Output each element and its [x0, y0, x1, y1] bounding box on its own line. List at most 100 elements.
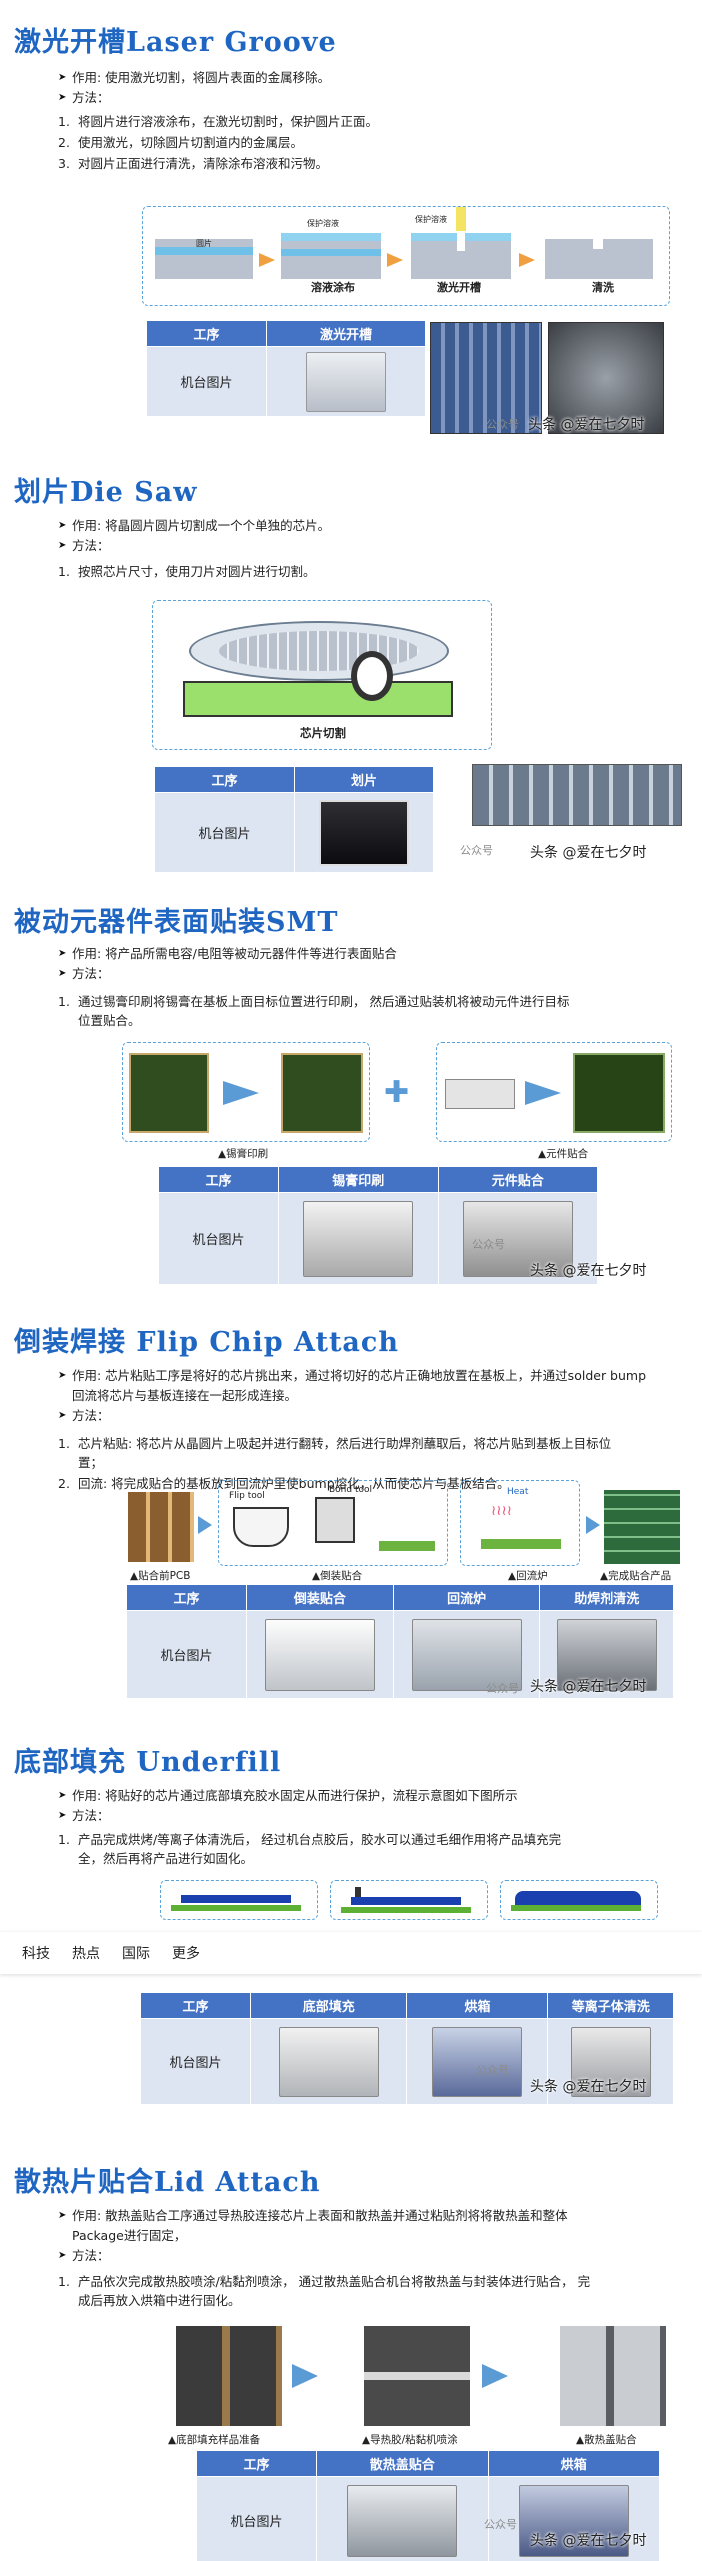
- table-header: 助焊剂清洗: [539, 1584, 674, 1611]
- lid-attached-photo: [560, 2326, 666, 2426]
- arrow-icon: [519, 253, 535, 267]
- flip-diagram: Flip tool Bond tool: [218, 1480, 448, 1566]
- bullet-item: 作用: 使用激光切割，将圆片表面的金属移除。: [58, 68, 330, 88]
- heat-icon: ≀≀≀≀: [491, 1503, 512, 1519]
- arrow-icon: [586, 1516, 600, 1534]
- step-item: 1.按照芯片尺寸，使用刀片对圆片进行切割。: [58, 564, 316, 579]
- equipment-photo: [487, 2476, 660, 2561]
- step-item: 1.芯片粘贴: 将芯片从晶圆片上吸起并进行翻转，然后进行助焊剂蘸取后，将芯片贴到…: [58, 1436, 612, 1470]
- equipment-photo: [392, 1610, 541, 1699]
- equipment-photo: [406, 2018, 549, 2105]
- equipment-photo: [278, 1192, 439, 1285]
- arrow-icon: [387, 253, 403, 267]
- bullet-item: 方法：: [58, 88, 330, 108]
- nav-item-hot[interactable]: 热点: [72, 1946, 100, 1962]
- section-laser-groove: 激光开槽Laser Groove 作用: 使用激光切割，将圆片表面的金属移除。 …: [0, 0, 702, 450]
- bullet-item: 方法：: [58, 964, 397, 984]
- saw-blade-icon: [351, 651, 393, 701]
- section-title: 底部填充 Underfill: [14, 1747, 282, 1778]
- equipment-table: 工序划片 机台图片: [154, 766, 434, 873]
- placement-diagram: [436, 1042, 672, 1142]
- arrow-icon: [223, 1081, 259, 1105]
- substrate-icon: [481, 1539, 561, 1549]
- table-row-label: 机台图片: [140, 2018, 251, 2105]
- arrow-icon: [259, 253, 275, 267]
- step-list: 1.产品完成烘烤/等离子体清洗后， 经过机台点胶后，胶水可以通过毛细作用将产品填…: [58, 1830, 578, 1870]
- microscope-photo: [430, 322, 542, 434]
- equipment-photo: [249, 2018, 408, 2105]
- arrow-icon: [292, 2364, 318, 2388]
- underfill-diagram-2: [330, 1880, 488, 1920]
- table-header: 散热盖贴合: [316, 2450, 489, 2477]
- equipment-table: 工序倒装贴合回流炉助焊剂清洗 机台图片: [126, 1584, 674, 1699]
- bullet-list: 作用: 散热盖贴合工序通过导热胶连接芯片上表面和散热盖并通过粘贴剂将将散热盖和整…: [58, 2206, 618, 2266]
- table-header: 倒装贴合: [246, 1584, 394, 1611]
- table-header: 工序: [158, 1166, 279, 1193]
- nav-item-international[interactable]: 国际: [122, 1946, 150, 1962]
- watermark: 头条 @爱在七夕时: [530, 2533, 647, 2549]
- dicing-diagram: 芯片切割: [152, 600, 492, 750]
- bullet-item: 作用: 将产品所需电容/电阻等被动元器件件等进行表面贴合: [58, 944, 397, 964]
- table-header: 工序: [140, 1992, 251, 2019]
- section-title: 倒装焊接 Flip Chip Attach: [14, 1327, 399, 1358]
- step-list: 1.通过锡膏印刷将锡膏在基板上面目标位置进行印刷， 然后通过贴装机将被动元件进行…: [58, 992, 578, 1032]
- diagram-caption: 芯片切割: [300, 726, 346, 740]
- equipment-photo: [266, 346, 426, 417]
- equipment-photo: [246, 1610, 394, 1699]
- wafer-grooved: [411, 233, 511, 279]
- step-item: 1.通过锡膏印刷将锡膏在基板上面目标位置进行印刷， 然后通过贴装机将被动元件进行…: [58, 994, 570, 1028]
- chuck-table: [183, 681, 453, 717]
- arrow-icon: [198, 1516, 212, 1534]
- bullet-list: 作用: 芯片粘贴工序是将好的芯片挑出来，通过将切好的芯片正确地放置在基板上，并通…: [58, 1366, 658, 1426]
- section-flip-chip: 倒装焊接 Flip Chip Attach 作用: 芯片粘贴工序是将好的芯片挑出…: [0, 1320, 702, 1740]
- bullet-list: 作用: 将晶圆片圆片切割成一个个单独的芯片。 方法：: [58, 516, 330, 556]
- section-title: 散热片贴合Lid Attach: [14, 2167, 321, 2198]
- table-header: 锡膏印刷: [278, 1166, 439, 1193]
- bullet-item: 作用: 将晶圆片圆片切割成一个个单独的芯片。: [58, 516, 330, 536]
- table-header: 回流炉: [392, 1584, 541, 1611]
- category-navbar: 科技 热点 国际 更多: [0, 1932, 702, 1974]
- section-title: 被动元器件表面贴装SMT: [14, 907, 339, 938]
- equipment-photo: [547, 2018, 674, 2105]
- section-title: 划片Die Saw: [14, 477, 198, 508]
- bullet-list: 作用: 将贴好的芯片通过底部填充胶水固定从而进行保护，流程示意图如下图所示 方法…: [58, 1786, 658, 1826]
- equipment-photo: [316, 2476, 489, 2561]
- section-die-saw: 划片Die Saw 作用: 将晶圆片圆片切割成一个个单独的芯片。 方法： 1.按…: [0, 450, 702, 900]
- equipment-table: 工序激光开槽 机台图片: [146, 320, 426, 417]
- arrow-icon: [482, 2364, 508, 2388]
- section-underfill: 底部填充 Underfill 作用: 将贴好的芯片通过底部填充胶水固定从而进行保…: [0, 1740, 702, 2160]
- table-header: 烘箱: [406, 1992, 549, 2019]
- nav-item-tech[interactable]: 科技: [22, 1946, 50, 1962]
- table-header: 烘箱: [487, 2450, 660, 2477]
- laser-beam-icon: [456, 207, 466, 231]
- nav-item-more[interactable]: 更多: [172, 1946, 200, 1962]
- component-photo: [445, 1079, 515, 1109]
- dispense-photo: [364, 2326, 470, 2426]
- underfill-diagram-1: [160, 1880, 318, 1920]
- bullet-item: 作用: 芯片粘贴工序是将好的芯片挑出来，通过将切好的芯片正确地放置在基板上，并通…: [58, 1366, 658, 1406]
- watermark: 头条 @爱在七夕时: [530, 2079, 647, 2095]
- section-title: 激光开槽Laser Groove: [14, 27, 337, 58]
- printing-diagram: [122, 1042, 370, 1142]
- bullet-list: 作用: 将产品所需电容/电阻等被动元器件件等进行表面贴合 方法：: [58, 944, 397, 984]
- equipment-table: 工序底部填充烘箱等离子体清洗 机台图片: [140, 1992, 674, 2105]
- table-header: 工序: [146, 320, 267, 347]
- table-row-label: 机台图片: [158, 1192, 279, 1285]
- table-header: 工序: [154, 766, 295, 793]
- table-header: 激光开槽: [266, 320, 426, 347]
- table-header: 元件贴合: [437, 1166, 598, 1193]
- bond-tool-icon: [315, 1497, 355, 1543]
- watermark: 头条 @爱在七夕时: [530, 845, 647, 861]
- step-item: 2.回流: 将完成贴合的基板放到回流炉里使bump熔化，从而使芯片与基板结合。: [58, 1476, 510, 1491]
- bullet-item: 方法：: [58, 1406, 658, 1426]
- step-item: 1.产品依次完成散热胶喷涂/粘黏剂喷涂， 通过散热盖贴合机台将散热盖与封装体进行…: [58, 2274, 591, 2308]
- section-lid-attach: 散热片贴合Lid Attach 作用: 散热盖贴合工序通过导热胶连接芯片上表面和…: [0, 2160, 702, 2561]
- pcb-photo: [128, 1492, 194, 1562]
- finished-product-photo: [604, 1490, 680, 1564]
- equipment-table: 工序锡膏印刷元件贴合 机台图片: [158, 1166, 598, 1285]
- equipment-photo: [539, 1610, 674, 1699]
- watermark: 头条 @爱在七夕时: [528, 417, 645, 433]
- equipment-photo: [294, 792, 434, 873]
- reflow-diagram: Heat ≀≀≀≀: [460, 1480, 580, 1566]
